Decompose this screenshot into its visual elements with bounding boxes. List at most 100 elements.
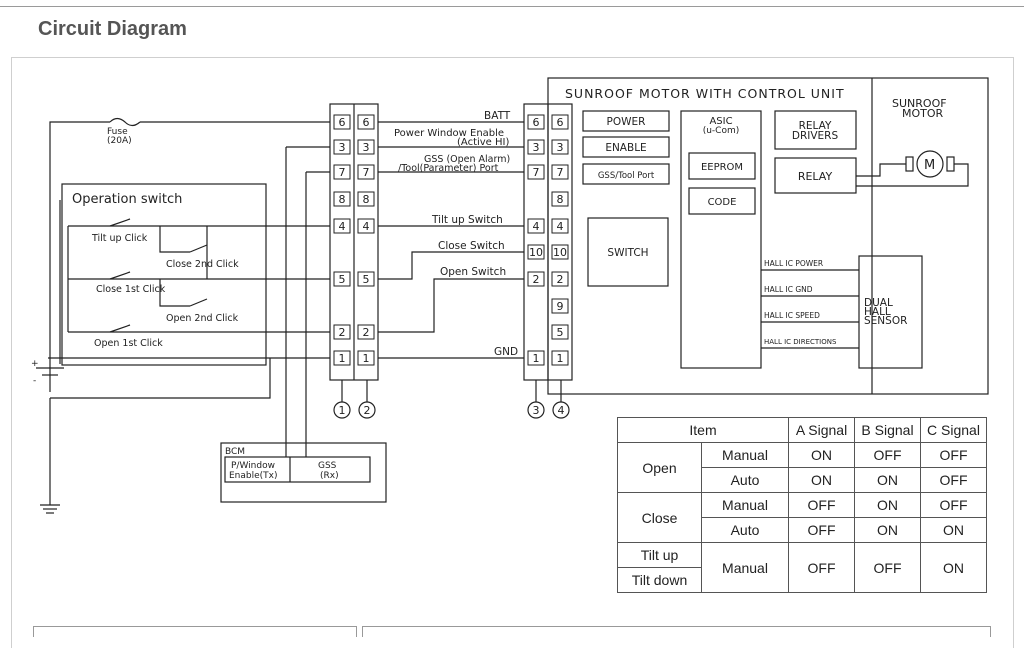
- connector-3-pin-box: [527, 114, 545, 130]
- gnd-label: GND: [494, 346, 518, 358]
- table-header-b-signal: B Signal: [854, 417, 921, 443]
- connector-2-pin-box: [357, 114, 375, 130]
- connector-1-pin-box: [333, 191, 351, 207]
- row-group-tilt-up: Tilt up: [617, 542, 702, 568]
- hall-ic-gnd-label: HALL IC GND: [764, 285, 813, 294]
- row-mode-manual: Manual: [701, 542, 789, 593]
- gss-tool-port-block-label: GSS/Tool Port: [598, 171, 655, 181]
- operation-switch-label: Operation switch: [72, 192, 182, 207]
- fuse-rating-label: (20A): [107, 136, 132, 146]
- table-cell: OFF: [920, 467, 987, 493]
- connector-4-pin-box: [551, 350, 569, 366]
- active-hi-label: (Active HI): [457, 137, 509, 148]
- gss-open-alarm-label: GSS (Open Alarm): [424, 154, 510, 165]
- tilt-up-click-label: Tilt up Click: [91, 233, 148, 244]
- table-cell: ON: [920, 517, 987, 543]
- p-window-label: P/Window: [231, 461, 275, 471]
- connector-2-pin: 7: [363, 166, 370, 179]
- tilt-up-switch-label: Tilt up Switch: [431, 214, 503, 226]
- connector-4-pin-box: [551, 218, 569, 234]
- table-cell: ON: [920, 542, 987, 593]
- u-com-label: (u-Com): [703, 126, 740, 136]
- unit-title-label: SUNROOF MOTOR WITH CONTROL UNIT: [565, 86, 845, 101]
- table-cell: ON: [788, 467, 855, 493]
- connector-2-pin: 1: [363, 352, 370, 365]
- connector-1-pin: 6: [339, 116, 346, 129]
- connector-2-pin: 3: [363, 141, 370, 154]
- connector-2-pin-box: [357, 139, 375, 155]
- connector-2-pin-box: [357, 218, 375, 234]
- batt-label: BATT: [484, 110, 511, 122]
- enable-tx-label: Enable(Tx): [229, 471, 278, 481]
- top-divider: [0, 6, 1024, 7]
- connector-3-pin-box: [527, 350, 545, 366]
- connector-4-pin: 2: [557, 273, 564, 286]
- table-header-item: Item: [617, 417, 789, 443]
- connector-1-pin: 3: [339, 141, 346, 154]
- row-group-tilt-down: Tilt down: [617, 567, 702, 593]
- hall-ic-speed-label: HALL IC SPEED: [764, 311, 820, 320]
- open-switch-label: Open Switch: [440, 266, 506, 278]
- connector-1-pin-box: [333, 164, 351, 180]
- connector-1-pin-box: [333, 139, 351, 155]
- rx-label: (Rx): [320, 471, 339, 481]
- connector-4-pin: 6: [557, 116, 564, 129]
- table-cell: OFF: [854, 442, 921, 468]
- connector-3-pin-box: [527, 271, 545, 287]
- connector-2-pin: 8: [363, 193, 370, 206]
- connector-4-pin: 3: [557, 141, 564, 154]
- connector-1-pin-box: [333, 350, 351, 366]
- close-1st-click-label: Close 1st Click: [96, 284, 166, 295]
- battery-plus-label: +: [31, 359, 39, 369]
- open-2nd-click-label: Open 2nd Click: [166, 313, 239, 324]
- connector-3-pin: 10: [529, 246, 543, 259]
- connector-2-pin-box: [357, 350, 375, 366]
- connector-3-pin: 3: [533, 141, 540, 154]
- motor-label: MOTOR: [902, 107, 944, 120]
- open-1st-click-label: Open 1st Click: [94, 338, 163, 349]
- connector-4-pin-box: [551, 298, 569, 314]
- table-header-c-signal: C Signal: [920, 417, 987, 443]
- asic-label: ASIC: [709, 116, 732, 127]
- connector-1-pin-box: [333, 114, 351, 130]
- sensor-label: SENSOR: [864, 315, 907, 327]
- connector-3-pin-box: [527, 244, 545, 260]
- page-title: Circuit Diagram: [38, 18, 187, 40]
- code-label: CODE: [708, 197, 737, 208]
- tool-parameter-port-label: /Tool(Parameter) Port: [398, 163, 499, 174]
- connector-4-pin-box: [551, 191, 569, 207]
- table-cell: ON: [854, 517, 921, 543]
- connector-4-pin-box: [551, 271, 569, 287]
- connector-4-pin-box: [551, 324, 569, 340]
- table-header-a-signal: A Signal: [788, 417, 855, 443]
- close-2nd-click-label: Close 2nd Click: [166, 259, 239, 270]
- connector-4-pin-box: [551, 164, 569, 180]
- hall-label: HALL: [864, 306, 891, 318]
- enable-block-label: ENABLE: [605, 142, 646, 154]
- gss-bcm-label: GSS: [318, 461, 337, 471]
- connector-1-pin: 2: [339, 326, 346, 339]
- row-group-close: Close: [617, 492, 702, 543]
- hall-ic-power-label: HALL IC POWER: [764, 259, 823, 268]
- connector-2-pin: 6: [363, 116, 370, 129]
- connector-1-pin: 7: [339, 166, 346, 179]
- connector-1-pin-box: [333, 218, 351, 234]
- bcm-label: BCM: [225, 447, 245, 457]
- connector-3-pin-box: [527, 139, 545, 155]
- power-block-label: POWER: [607, 116, 646, 128]
- connector-4-pin: 4: [557, 220, 564, 233]
- connector-4-pin: 9: [557, 300, 564, 313]
- connector-3-pin-box: [527, 164, 545, 180]
- connector-3-pin: 1: [533, 352, 540, 365]
- connector-1-pin: 5: [339, 273, 346, 286]
- connector-4-pin: 5: [557, 326, 564, 339]
- close-switch-label: Close Switch: [438, 240, 505, 252]
- connector-1-pin-box: [333, 324, 351, 340]
- relay-label: RELAY: [798, 170, 833, 183]
- connector-2-pin-box: [357, 324, 375, 340]
- connector-1-pin-box: [333, 271, 351, 287]
- diagram-frame: [11, 57, 1014, 648]
- bottom-panel-left: [33, 626, 357, 637]
- connector-1-pin: 8: [339, 193, 346, 206]
